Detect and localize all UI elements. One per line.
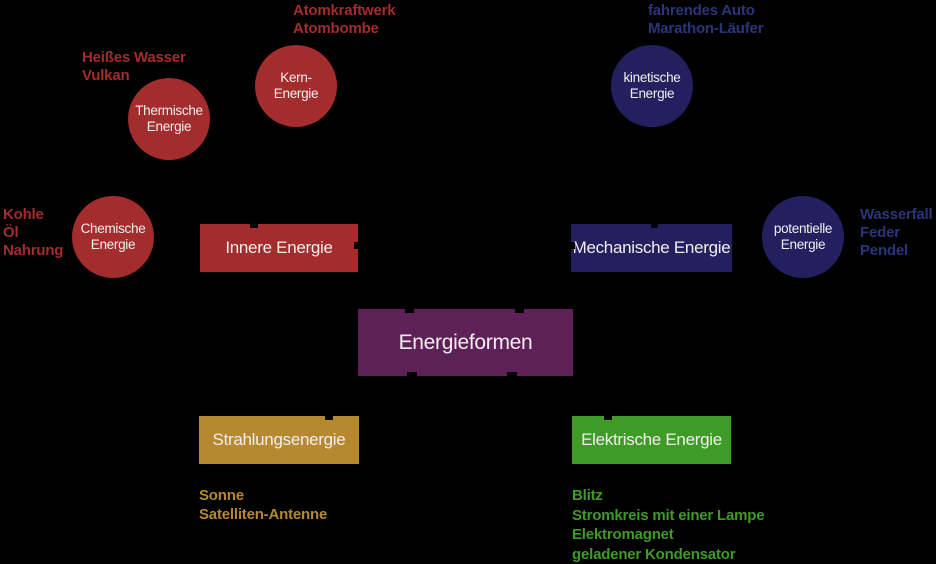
circle-thermische-energie: Thermische Energie: [128, 78, 210, 160]
connector-mark: [651, 223, 658, 228]
examples-elektrische-energie: Blitz Stromkreis mit einer Lampe Elektro…: [572, 487, 765, 563]
circle-potentielle-energie: potentielle Energie: [762, 196, 844, 278]
node-mechanische-energie-label: Mechanische Energie: [572, 238, 731, 257]
examples-thermische-energie: Heißes Wasser Vulkan: [82, 49, 186, 84]
circle-potentielle-energie-label: potentielle Energie: [773, 220, 833, 252]
examples-chemische-energie: Kohle Öl Nahrung: [3, 206, 64, 259]
node-elektrische-energie: Elektrische Energie: [572, 415, 731, 464]
node-mechanische-energie: Mechanische Energie: [570, 223, 732, 272]
connector-mark: [507, 372, 517, 377]
connector-mark: [570, 242, 575, 249]
circle-kinetische-energie-label: kinetische Energie: [623, 69, 681, 101]
node-strahlungsenergie-label: Strahlungsenergie: [212, 430, 346, 449]
node-elektrische-energie-label: Elektrische Energie: [581, 430, 722, 449]
circle-kern-energie: Kern- Energie: [255, 45, 337, 127]
connector-mark: [407, 372, 417, 377]
connector-mark: [250, 223, 258, 228]
examples-kinetische-energie: fahrendes Auto Marathon-Läufer: [648, 2, 764, 37]
circle-kern-energie-label: Kern- Energie: [273, 69, 319, 101]
connector-mark: [604, 415, 612, 420]
connector-mark: [405, 308, 414, 313]
examples-strahlungsenergie: Sonne Satelliten-Antenne: [199, 487, 328, 523]
examples-potentielle-energie: Wasserfall Feder Pendel: [860, 206, 933, 259]
circle-kinetische-energie: kinetische Energie: [611, 45, 693, 127]
circle-thermische-energie-label: Thermische Energie: [135, 102, 203, 134]
connector-mark: [325, 415, 333, 420]
circle-chemische-energie: Chemische Energie: [72, 196, 154, 278]
node-innere-energie-label: Innere Energie: [225, 238, 333, 257]
circle-chemische-energie-label: Chemische Energie: [80, 220, 146, 252]
node-energieformen: Energieformen: [358, 308, 573, 377]
node-innere-energie: Innere Energie: [200, 223, 359, 272]
node-energieformen-label: Energieformen: [398, 330, 533, 354]
node-strahlungsenergie: Strahlungsenergie: [199, 415, 359, 464]
examples-kern-energie: Atomkraftwerk Atombombe: [293, 2, 396, 37]
connector-mark: [354, 242, 359, 249]
connector-mark: [515, 308, 524, 313]
